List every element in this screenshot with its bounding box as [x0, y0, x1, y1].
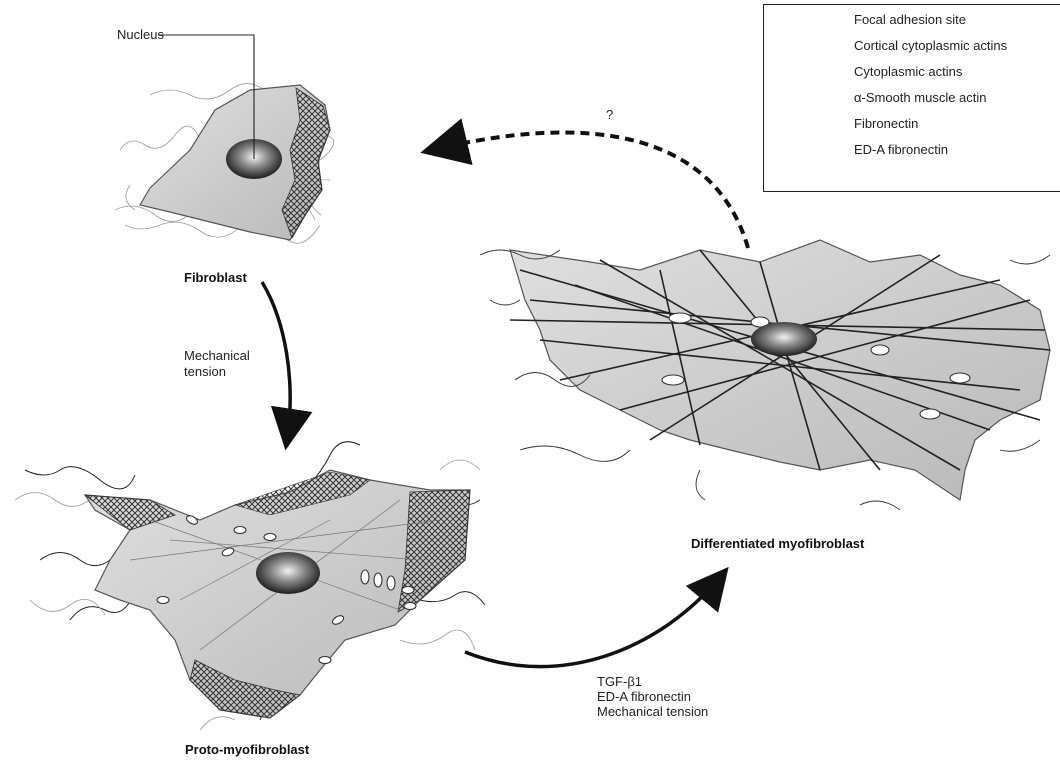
mechanical-tension-label-line2: tension — [184, 364, 226, 379]
legend: Focal adhesion site Cortical cytoplasmic… — [763, 4, 1060, 192]
legend-row-alpha-sma: α-Smooth muscle actin — [764, 87, 1060, 113]
legend-label: Cortical cytoplasmic actins — [854, 38, 1007, 53]
legend-row-cytoplasmic-actins: Cytoplasmic actins — [764, 61, 1060, 87]
question-mark-label: ? — [606, 107, 613, 122]
factor-mechanical-tension: Mechanical tension — [597, 704, 708, 719]
legend-label: Focal adhesion site — [854, 12, 966, 27]
myofibroblast-nucleus — [751, 322, 817, 356]
proto-myofibroblast-label: Proto-myofibroblast — [185, 742, 309, 757]
factor-ed-a-fibronectin: ED-A fibronectin — [597, 689, 691, 704]
legend-row-cortical-actins: Cortical cytoplasmic actins — [764, 35, 1060, 61]
legend-row-ed-a-fibronectin: ED-A fibronectin — [764, 139, 1060, 165]
legend-label: Cytoplasmic actins — [854, 64, 962, 79]
legend-label: α-Smooth muscle actin — [854, 90, 987, 105]
return-arrow — [432, 132, 748, 248]
mechanical-tension-label-line1: Mechanical — [184, 348, 250, 363]
legend-label: Fibronectin — [854, 116, 918, 131]
legend-label: ED-A fibronectin — [854, 142, 948, 157]
legend-row-fibronectin: Fibronectin — [764, 113, 1060, 139]
fibroblast-cell — [115, 35, 334, 243]
fibroblast-label: Fibroblast — [184, 270, 247, 285]
tension-arrow — [262, 282, 290, 440]
differentiated-myofibroblast-label: Differentiated myofibroblast — [691, 536, 864, 551]
proto-myofibroblast-cell — [15, 442, 485, 730]
legend-row-focal-adhesion: Focal adhesion site — [764, 9, 1060, 35]
factor-tgf-beta1: TGF-β1 — [597, 674, 642, 689]
differentiated-myofibroblast-cell — [480, 240, 1050, 510]
myofibroblast-body — [510, 240, 1050, 500]
proto-nucleus — [256, 552, 320, 594]
nucleus-label: Nucleus — [117, 27, 164, 42]
differentiation-arrow — [465, 575, 722, 667]
